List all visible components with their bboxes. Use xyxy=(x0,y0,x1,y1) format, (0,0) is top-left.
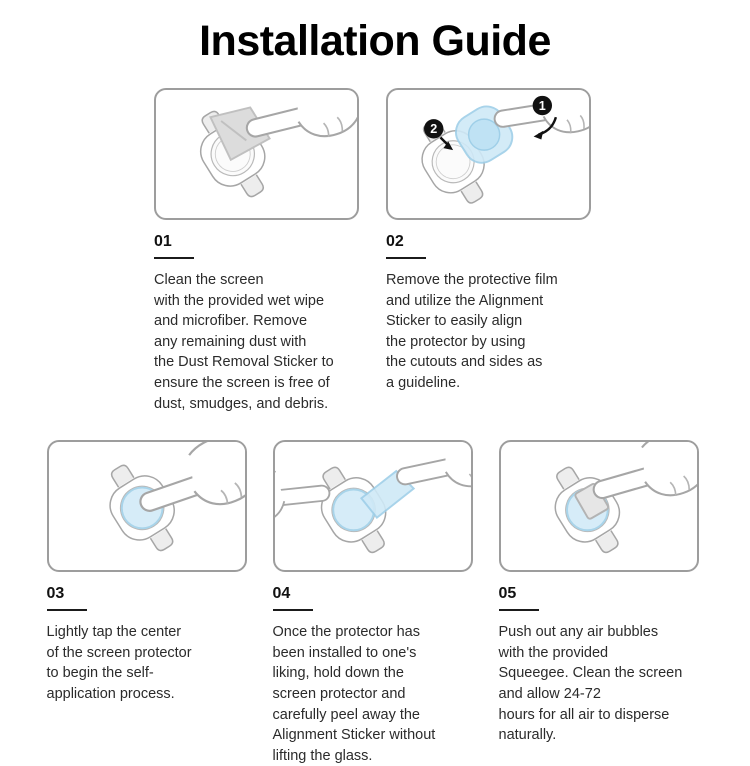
step-description: Push out any air bubbles with the provid… xyxy=(498,624,683,744)
step-04: 04 Once the protector has been installed… xyxy=(272,440,478,766)
step-02-panel: 1 2 xyxy=(386,88,591,220)
step-number: 04 xyxy=(272,585,291,603)
step-number-underline xyxy=(46,609,87,612)
step-description: Lightly tap the center of the screen pro… xyxy=(46,624,192,702)
step-01-panel xyxy=(154,88,359,220)
step-05-panel xyxy=(498,440,699,573)
step-03: 03 Lightly tap the center of the screen … xyxy=(46,440,252,766)
svg-text:2: 2 xyxy=(430,122,437,136)
step-01: 01 Clean the screen with the provided we… xyxy=(154,88,364,414)
arrow-2-icon xyxy=(439,136,454,151)
step-02-illustration: 1 2 xyxy=(404,90,589,216)
svg-text:1: 1 xyxy=(539,99,546,113)
steps-row-bottom: 03 Lightly tap the center of the screen … xyxy=(0,440,750,766)
step-number: 05 xyxy=(498,585,517,603)
badge-2: 2 xyxy=(424,119,444,139)
step-number: 03 xyxy=(46,585,65,603)
step-number-underline xyxy=(498,609,539,612)
step-description: Once the protector has been installed to… xyxy=(272,624,436,764)
step-number: 02 xyxy=(386,233,404,250)
step-description: Clean the screen with the provided wet w… xyxy=(154,272,334,412)
steps-row-top: 01 Clean the screen with the provided we… xyxy=(0,88,750,414)
step-05: 05 Push out any air bubbles with the pro… xyxy=(498,440,704,766)
step-number-underline xyxy=(386,257,426,259)
step-01-illustration xyxy=(182,90,357,210)
step-description: Remove the protective film and utilize t… xyxy=(386,272,558,391)
step-05-illustration xyxy=(536,442,697,566)
installation-guide-page: Installation Guide 01 Clean the screen w… xyxy=(0,17,750,764)
step-number: 01 xyxy=(154,233,172,250)
step-04-illustration xyxy=(274,442,471,566)
arrow-1-icon xyxy=(533,116,558,140)
page-title: Installation Guide xyxy=(199,17,551,65)
step-02: 1 2 02 Remo xyxy=(386,88,596,414)
step-number-underline xyxy=(272,609,313,612)
step-04-panel xyxy=(272,440,473,573)
step-number-underline xyxy=(154,257,194,259)
step-03-illustration xyxy=(91,442,245,564)
badge-1: 1 xyxy=(532,95,553,116)
step-03-panel xyxy=(46,440,247,573)
holding-hand-icon xyxy=(274,467,331,525)
